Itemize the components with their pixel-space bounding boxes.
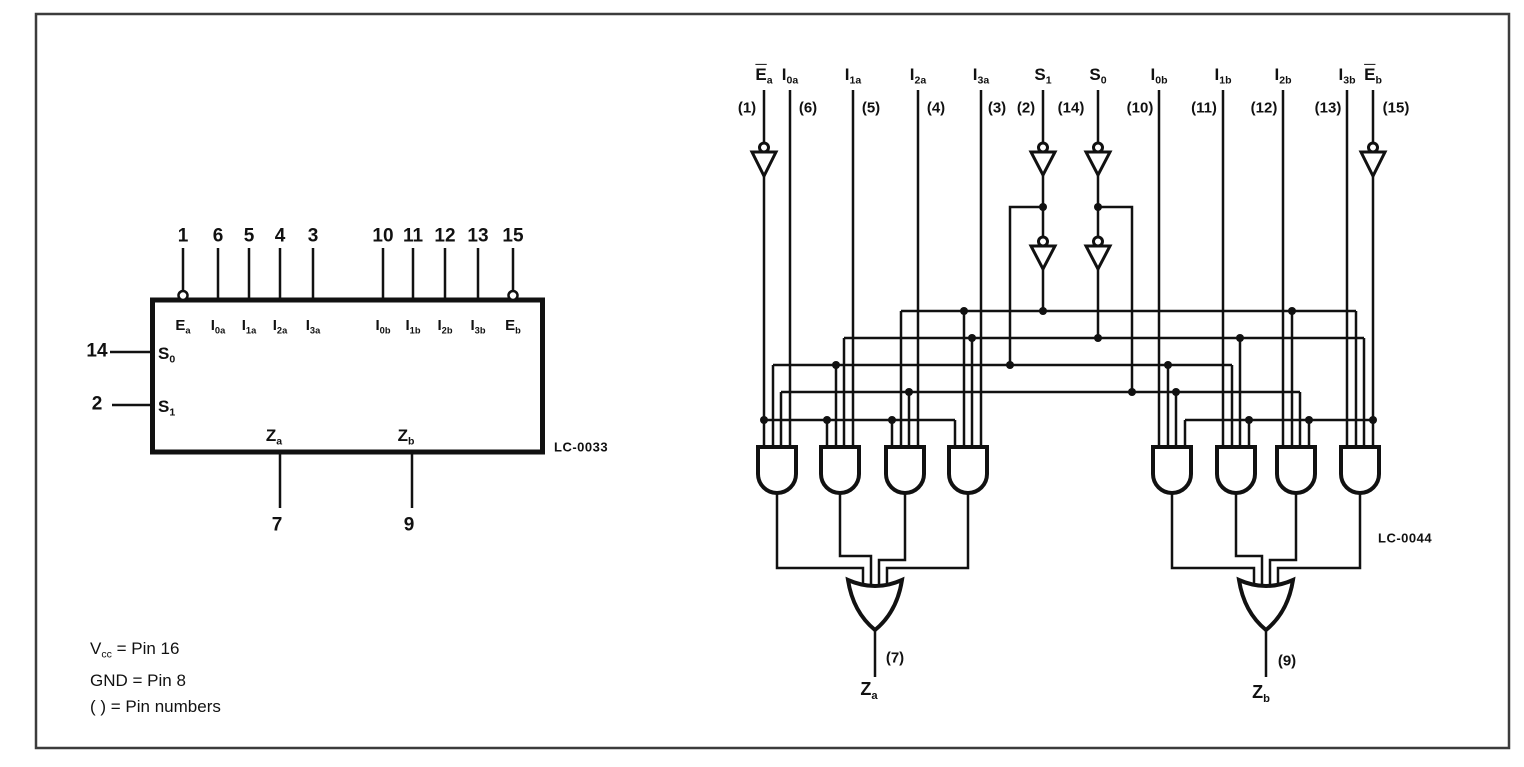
pinout-top-pin-number-13: 13: [467, 225, 489, 247]
pinout-bottom-pin-number-9: 9: [403, 514, 415, 536]
logic-input-name-7: I0b: [1150, 64, 1168, 87]
inverter-s0-second: [1083, 235, 1113, 273]
logic-input-pin-4: (3): [987, 99, 1007, 117]
and-gate-b0: [1151, 445, 1193, 495]
pinout-top-pin-signal-0: Ea: [175, 317, 191, 336]
logic-input-pin-1: (6): [798, 99, 818, 117]
logic-diagram: [749, 90, 1388, 677]
figure-border: [34, 12, 1511, 750]
logic-output-pin-1: (9): [1277, 652, 1297, 670]
logic-input-name-5: S1: [1034, 64, 1052, 87]
logic-input-name-11: Eb: [1364, 64, 1382, 87]
pinout-left-pin-signal-2: S1: [158, 396, 176, 419]
logic-input-pin-0: (1): [737, 99, 757, 117]
pinout-top-pin-number-6: 6: [212, 225, 224, 247]
active-low-bubble-ea: [177, 289, 189, 302]
pinout-top-pin-number-11: 11: [402, 225, 424, 247]
note-text-2: = Pin numbers: [106, 696, 221, 716]
pinout-top-pin-number-4: 4: [274, 225, 286, 247]
and-gate-a2: [884, 445, 926, 495]
inverter-eb: [1358, 141, 1388, 180]
logic-input-name-3: I2a: [909, 64, 927, 87]
active-low-bubble-eb: [507, 289, 519, 302]
logic-input-pin-5: (2): [1016, 99, 1036, 117]
inverter-s0-first: [1083, 141, 1113, 179]
logic-input-name-2: I1a: [844, 64, 862, 87]
pinout-top-pin-number-15: 15: [502, 225, 524, 247]
logic-output-name-1: Zb: [1252, 681, 1270, 705]
pinout-top-pin-number-10: 10: [372, 225, 394, 247]
logic-input-name-1: I0a: [781, 64, 799, 87]
inverter-s1-first: [1028, 141, 1058, 179]
pinout-bottom-pin-signal-7: Za: [265, 425, 283, 448]
logic-input-pin-3: (4): [926, 99, 946, 117]
mux-block-outline: [150, 297, 545, 455]
pinout-bottom-pin-number-7: 7: [271, 514, 283, 536]
and-gate-b1: [1215, 445, 1257, 495]
pinout-chip-label: LC-0033: [554, 439, 609, 455]
logic-input-name-8: I1b: [1214, 64, 1232, 87]
logic-input-name-4: I3a: [972, 64, 990, 87]
inverter-s1-second: [1028, 235, 1058, 273]
or-gate-zb: [1236, 576, 1296, 633]
junction-dots: [760, 203, 1377, 424]
and-gates: [756, 445, 1381, 495]
and-gate-a1: [819, 445, 861, 495]
pinout-top-pin-number-3: 3: [307, 225, 319, 247]
logic-input-name-10: I3b: [1338, 64, 1356, 87]
note-row-0: Vcc = Pin 16: [90, 636, 221, 668]
note-symbol-2: ( ): [90, 696, 107, 716]
pinout-top-pin-signal-3: I2a: [272, 317, 288, 336]
note-text-0: = Pin 16: [111, 639, 180, 658]
and-gate-a0: [756, 445, 798, 495]
pinout-left-pin-number-14: 14: [86, 340, 108, 362]
pinout-top-pin-number-5: 5: [243, 225, 255, 247]
logic-input-pin-2: (5): [861, 99, 881, 117]
note-text-1: = Pin 8: [127, 670, 186, 690]
pinout-top-pin-signal-2: I1a: [241, 317, 257, 336]
logic-input-pin-7: (10): [1126, 99, 1154, 117]
pinout-top-pin-number-1: 1: [177, 225, 189, 247]
pinout-top-pin-signal-1: I0a: [210, 317, 226, 336]
pinout-top-pin-signal-9: Eb: [505, 317, 521, 336]
pinout-top-pin-signal-5: I0b: [375, 317, 391, 336]
pinout-left-pin-signal-14: S0: [158, 343, 176, 366]
logic-input-pin-11: (15): [1382, 99, 1410, 117]
pinout-block-diagram: [110, 248, 545, 508]
pinout-left-pin-number-2: 2: [91, 393, 103, 415]
note-row-2: ( ) = Pin numbers: [90, 694, 221, 720]
inverters: [749, 141, 1388, 273]
logic-chip-label: LC-0044: [1378, 530, 1433, 546]
pinout-pin-stubs: [110, 248, 515, 508]
or-gate-za: [845, 576, 905, 633]
logic-input-pin-8: (11): [1191, 99, 1217, 117]
pinout-top-pin-number-12: 12: [434, 225, 456, 247]
logic-input-pin-9: (12): [1250, 99, 1278, 117]
logic-output-name-0: Za: [860, 678, 878, 702]
and-gate-a3: [947, 445, 989, 495]
logic-input-pin-10: (13): [1314, 99, 1342, 117]
and-gate-b3: [1339, 445, 1381, 495]
logic-input-name-0: Ea: [755, 64, 773, 87]
logic-input-name-9: I2b: [1274, 64, 1292, 87]
note-row-1: GND = Pin 8: [90, 668, 221, 694]
and-gate-b2: [1275, 445, 1317, 495]
pinout-top-pin-signal-4: I3a: [305, 317, 321, 336]
note-symbol-0: Vcc: [90, 639, 112, 661]
logic-input-name-6: S0: [1089, 64, 1107, 87]
pinout-bottom-pin-signal-9: Zb: [397, 425, 415, 448]
logic-output-pin-0: (7): [885, 649, 905, 667]
note-symbol-1: GND: [90, 670, 128, 690]
pinout-top-pin-signal-7: I2b: [437, 317, 453, 336]
pinout-top-pin-signal-6: I1b: [405, 317, 421, 336]
logic-wires: [762, 90, 1375, 677]
pinout-top-pin-signal-8: I3b: [470, 317, 486, 336]
inverter-ea: [749, 141, 779, 180]
or-gates: [845, 576, 1296, 633]
logic-input-pin-6: (14): [1057, 99, 1085, 117]
